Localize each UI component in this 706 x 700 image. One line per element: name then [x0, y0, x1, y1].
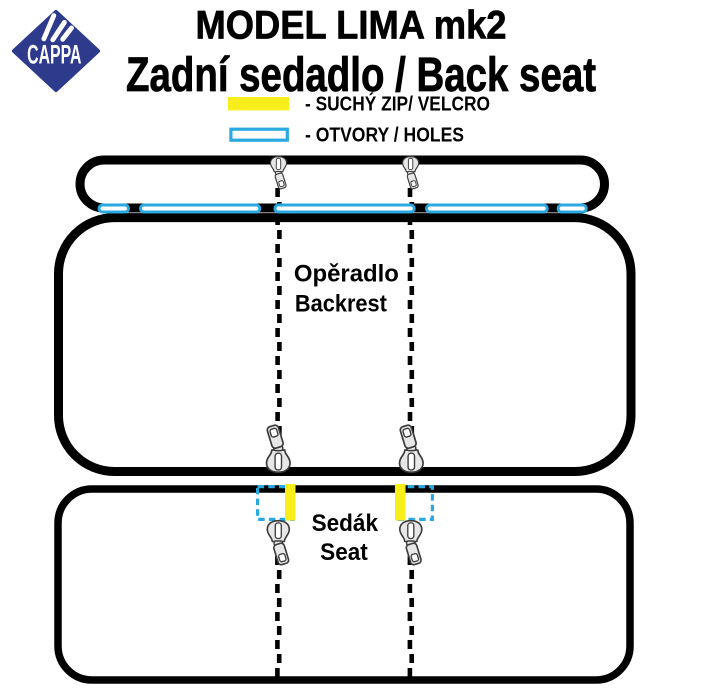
svg-text:Sedák: Sedák [312, 510, 379, 537]
svg-text:Zadní sedadlo / Back seat: Zadní sedadlo / Back seat [126, 49, 596, 102]
svg-text:- SUCHÝ ZIP/ VELCRO: - SUCHÝ ZIP/ VELCRO [305, 91, 490, 115]
svg-text:Opěradlo: Opěradlo [294, 261, 399, 288]
svg-text:MODEL LIMA mk2: MODEL LIMA mk2 [196, 3, 507, 47]
svg-text:Backrest: Backrest [295, 291, 387, 318]
svg-text:- OTVORY / HOLES: - OTVORY / HOLES [305, 125, 464, 147]
svg-text:Seat: Seat [320, 539, 368, 566]
svg-text:CAPPA: CAPPA [27, 40, 81, 70]
